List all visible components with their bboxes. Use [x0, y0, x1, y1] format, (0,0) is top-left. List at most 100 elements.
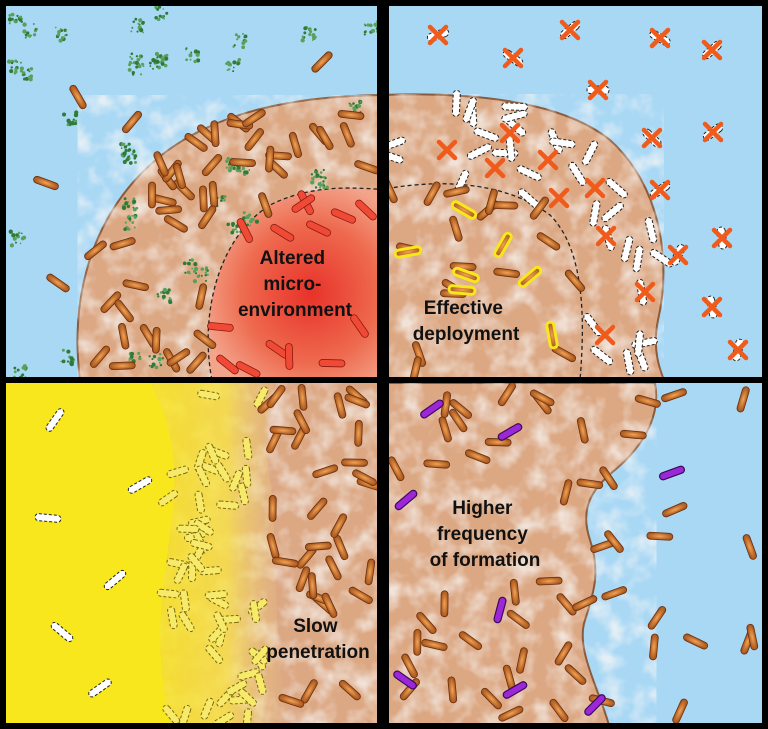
red-x-icon	[701, 296, 723, 318]
rod-bacterium-icon	[413, 628, 422, 656]
rod-bacterium-icon	[364, 558, 376, 586]
dead-cell-outline-icon	[601, 201, 624, 223]
rod-bacterium-icon	[449, 215, 463, 242]
red-x-icon	[587, 79, 609, 101]
green-speck-icon	[13, 364, 28, 377]
red-x-icon	[701, 39, 723, 61]
dead-cell-outline-icon	[517, 188, 541, 209]
rod-bacterium-icon	[333, 392, 347, 419]
exposed-cell-icon	[205, 442, 220, 465]
rod-bacteria-tl	[33, 51, 377, 377]
rod-bacterium-icon	[423, 181, 441, 206]
rod-bacterium-icon	[195, 283, 208, 310]
antibiotic-front	[6, 383, 175, 723]
rod-bacterium-icon	[572, 595, 598, 612]
rod-bacterium-icon	[199, 185, 208, 213]
rod-bacterium-icon	[601, 586, 628, 601]
rod-bacterium-icon	[576, 478, 604, 490]
green-speck-icon	[156, 287, 173, 305]
rod-bacterium-icon	[742, 534, 757, 560]
rod-bacterium-icon	[348, 586, 373, 604]
rod-bacterium-icon	[269, 425, 297, 436]
rod-bacterium-icon	[193, 329, 217, 350]
exposed-cell-icon	[254, 672, 267, 695]
rod-bacterium-icon	[619, 429, 647, 440]
exposed-cell-icon	[226, 679, 248, 696]
rod-bacterium-icon	[172, 162, 186, 189]
exposed-cell-icon	[237, 668, 260, 681]
rod-bacterium-icon	[229, 158, 256, 168]
dead-cell-outline-icon	[473, 127, 500, 142]
rod-bacterium-icon	[207, 322, 234, 332]
rod-bacterium-icon	[646, 531, 674, 541]
green-speck-icon	[312, 175, 329, 190]
rod-bacterium-icon	[325, 555, 342, 581]
rod-bacterium-icon	[354, 160, 377, 175]
rod-bacterium-icon	[295, 566, 311, 593]
horizontal-divider	[0, 377, 768, 383]
rod-bacterium-icon	[576, 417, 589, 444]
rod-bacterium-icon	[516, 647, 528, 674]
rod-bacterium-icon	[556, 593, 577, 616]
dead-cell-outline-icon	[516, 165, 542, 182]
rod-bacterium-icon	[389, 178, 398, 204]
exposed-cell-icon	[228, 469, 243, 492]
exposed-cell-icon	[193, 519, 215, 536]
rod-bacterium-icon	[509, 578, 520, 606]
green-speck-icon	[363, 20, 377, 36]
green-speck-icon	[310, 168, 326, 185]
red-x-icon	[559, 19, 581, 41]
exposed-cell-icon	[242, 436, 253, 460]
stressed-cell-icon	[447, 284, 477, 296]
rod-bacterium-icon	[440, 590, 449, 618]
green-speck-icon	[192, 266, 209, 284]
rod-bacterium-icon	[341, 458, 368, 467]
dead-cell-outline-icon	[634, 330, 644, 358]
green-speck-icon	[123, 213, 138, 231]
rod-bacterium-icon	[599, 466, 618, 490]
rod-bacterium-icon	[344, 393, 371, 409]
rod-bacterium-icon	[307, 572, 318, 599]
persister-cell-icon	[497, 423, 523, 441]
rod-bacterium-icon	[339, 122, 355, 148]
dead-cell-outline-icon	[581, 140, 599, 166]
rod-bacterium-icon	[564, 269, 586, 292]
rod-bacterium-icon	[208, 180, 219, 208]
rod-bacterium-icon	[480, 687, 502, 710]
green-speck-icon	[148, 54, 165, 70]
rod-bacterium-icon	[184, 132, 208, 152]
exposed-cell-icon	[166, 465, 189, 479]
dead-cell-outline-icon	[590, 345, 614, 366]
green-speck-icon	[22, 22, 38, 39]
green-speck-icon	[182, 258, 199, 275]
rod-bacterium-icon	[306, 220, 332, 237]
rod-bacterium-icon	[416, 611, 437, 635]
rod-bacterium-icon	[634, 394, 661, 408]
rod-bacterium-icon	[311, 51, 333, 73]
rod-bacterium-icon	[458, 631, 483, 651]
rod-bacterium-icon	[662, 501, 688, 518]
rod-bacterium-icon	[312, 464, 339, 479]
rod-bacterium-icon	[151, 326, 161, 354]
rod-bacterium-icon	[321, 592, 338, 618]
exposed-cell-icon	[237, 482, 249, 506]
rod-bacteria-br	[389, 383, 759, 723]
dead-cell-outline-icon	[605, 177, 628, 199]
exposed-cell-icon	[249, 600, 261, 623]
rod-bacterium-icon	[338, 679, 361, 701]
rod-bacterium-icon	[89, 345, 111, 368]
rod-bacterium-icon	[109, 237, 136, 251]
dead-cell-outline-icon	[505, 135, 516, 162]
red-x-icon	[667, 244, 689, 266]
rod-bacterium-icon	[121, 110, 143, 134]
exposed-cell-icon	[238, 688, 257, 707]
rod-bacterium-icon	[210, 120, 220, 148]
green-speck-group	[7, 6, 377, 377]
dead-cell-outline-icon	[103, 569, 127, 591]
rod-bacterium-icon	[389, 456, 405, 482]
rod-bacterium-icon	[350, 314, 369, 338]
rod-bacterium-icon	[307, 497, 328, 520]
green-speck-icon	[154, 6, 169, 22]
dead-cell-outline-icon	[466, 143, 492, 160]
